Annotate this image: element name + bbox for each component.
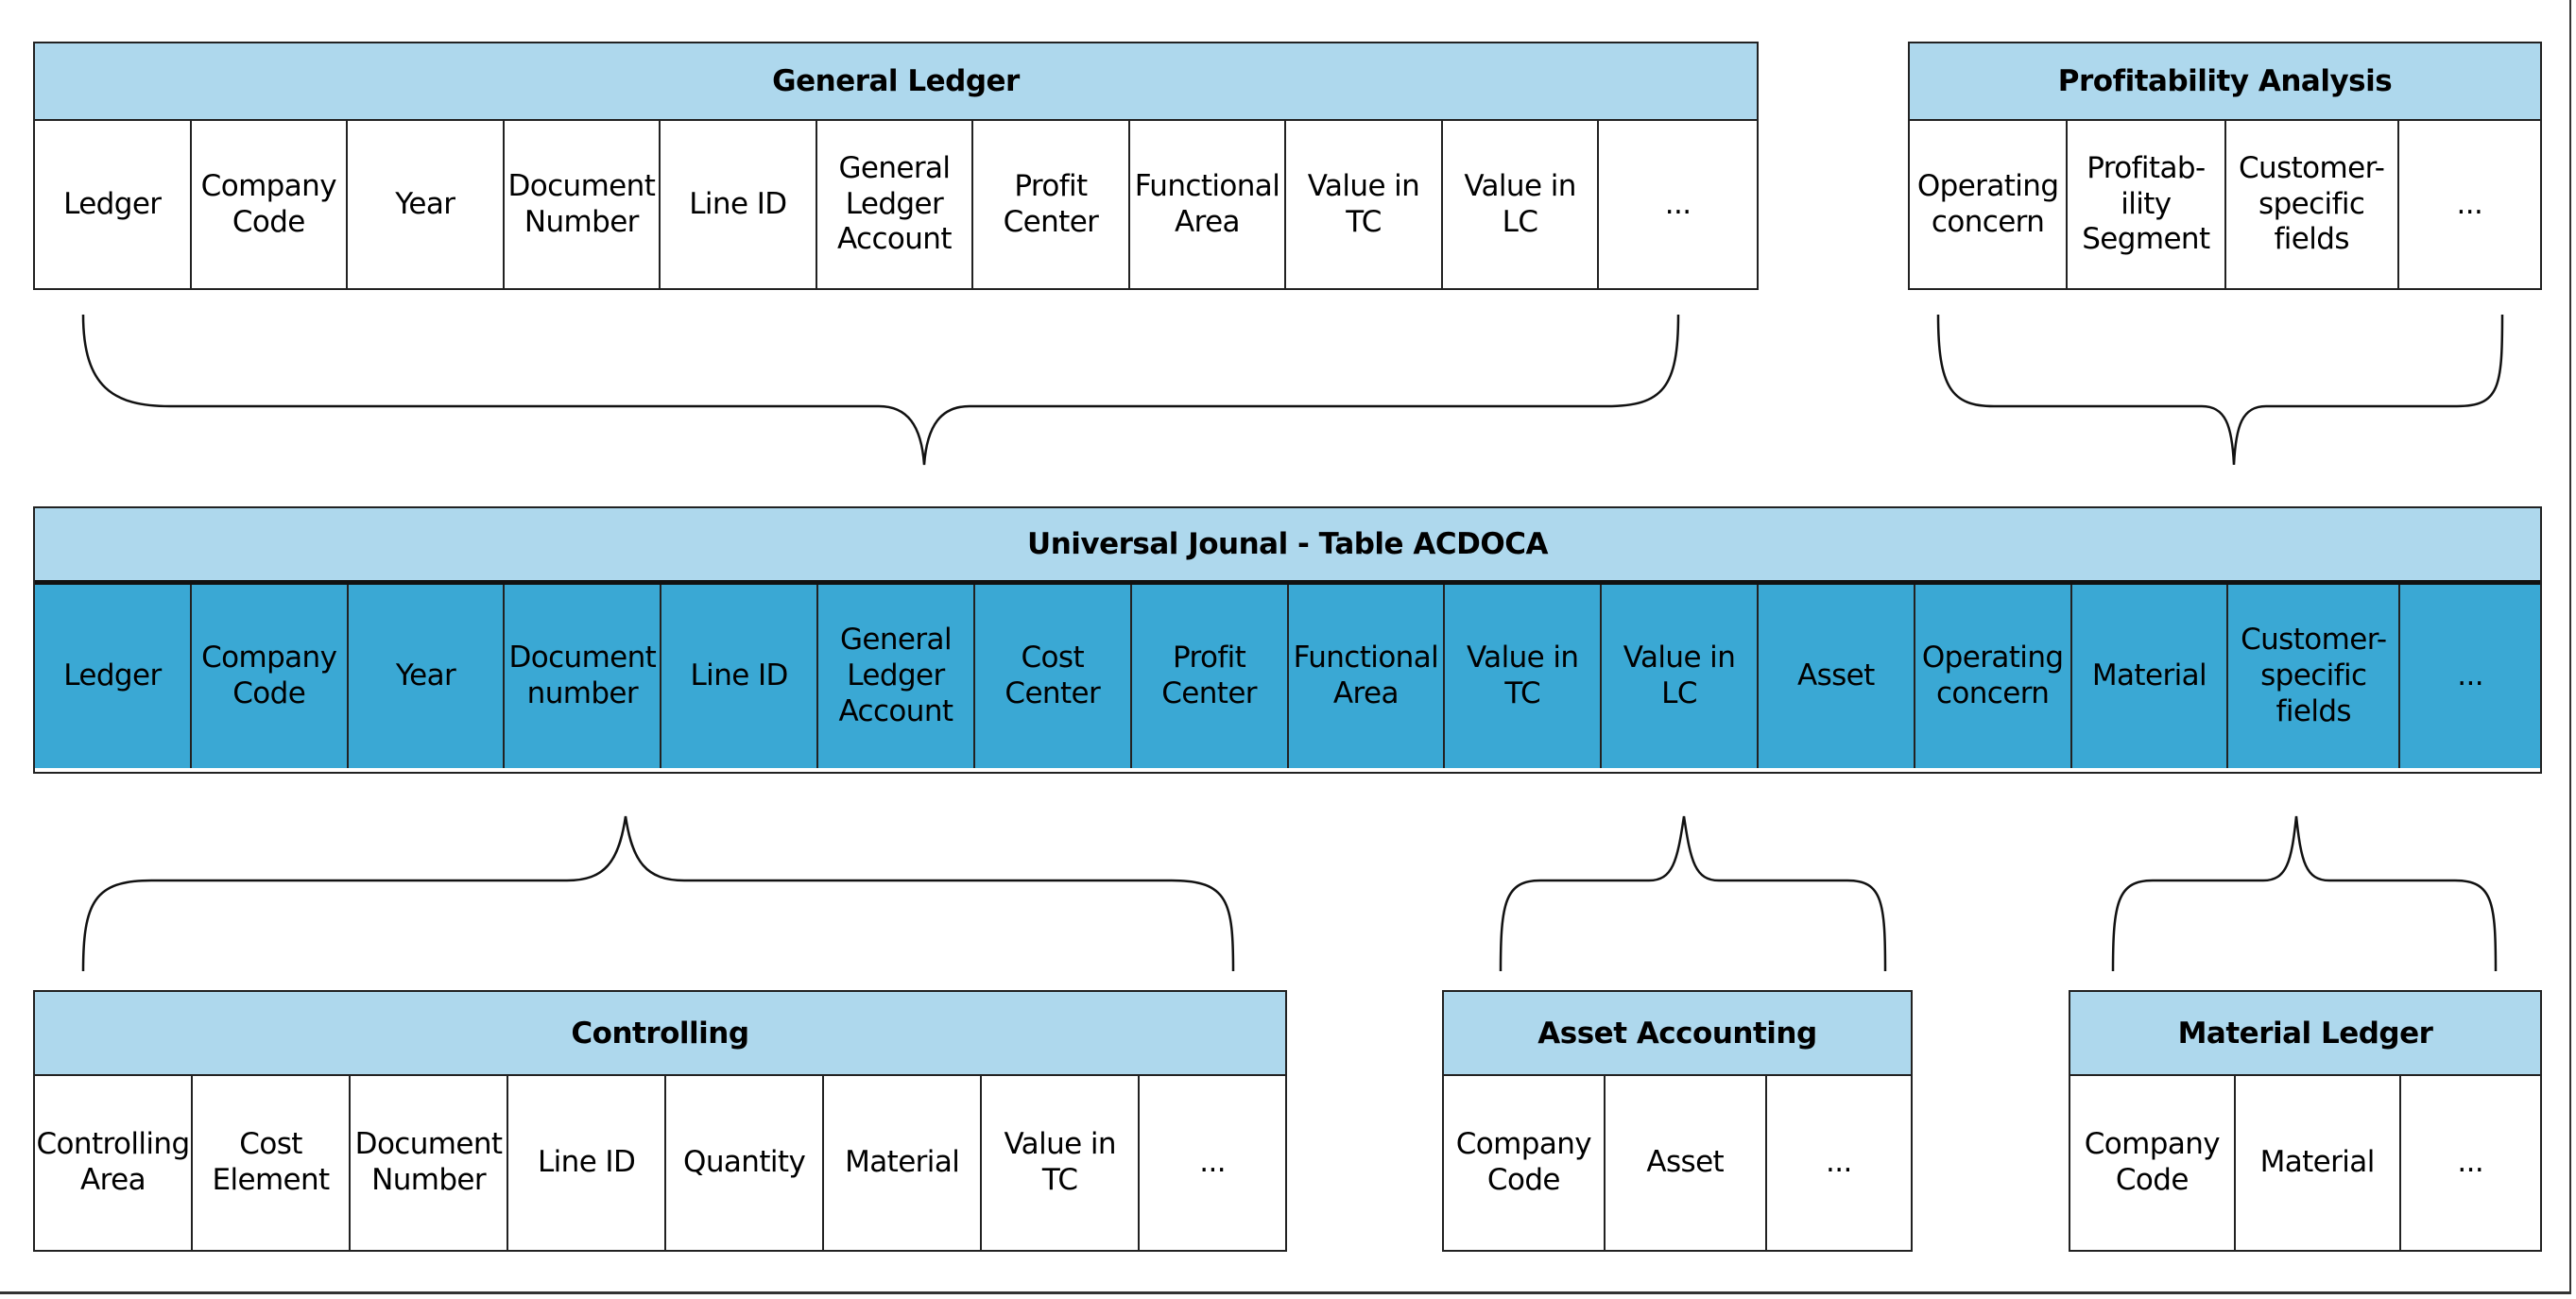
- field-cell: Line ID: [661, 585, 819, 768]
- controlling-title: Controlling: [35, 992, 1285, 1076]
- general-ledger-title: General Ledger: [35, 43, 1757, 121]
- field-cell: Value in TC: [982, 1076, 1141, 1250]
- brace-general-ledger: [81, 314, 1680, 466]
- field-cell: Asset: [1606, 1076, 1767, 1250]
- field-cell: Controlling Area: [35, 1076, 194, 1250]
- universal-journal-table: Universal Jounal - Table ACDOCA Ledger C…: [33, 506, 2542, 774]
- field-cell: Ledger: [35, 121, 192, 288]
- asset-accounting-fields: Company Code Asset ...: [1444, 1076, 1911, 1250]
- asset-accounting-table: Asset Accounting Company Code Asset ...: [1442, 990, 1913, 1252]
- field-cell: General Ledger Account: [817, 121, 974, 288]
- field-cell: Asset: [1759, 585, 1915, 768]
- field-cell: Profit Center: [973, 121, 1130, 288]
- brace-asset-accounting: [1499, 815, 1887, 972]
- material-ledger-title: Material Ledger: [2070, 992, 2540, 1076]
- field-cell: Material: [2236, 1076, 2401, 1250]
- material-ledger-fields: Company Code Material ...: [2070, 1076, 2540, 1250]
- field-cell: ...: [1199, 1145, 1226, 1180]
- field-cell: General Ledger Account: [818, 585, 975, 768]
- controlling-table: Controlling Controlling Area Cost Elemen…: [33, 990, 1287, 1252]
- field-cell: ...: [2456, 186, 2483, 221]
- field-cell: Cost Element: [193, 1076, 352, 1250]
- field-cell: Ledger: [35, 585, 192, 768]
- universal-journal-title: Universal Jounal - Table ACDOCA: [35, 508, 2540, 585]
- field-cell: Value in LC: [1602, 585, 1759, 768]
- field-cell: Document Number: [351, 1076, 509, 1250]
- field-cell: Company Code: [192, 121, 349, 288]
- field-cell: Value in TC: [1445, 585, 1603, 768]
- profitability-analysis-title: Profitability Analysis: [1910, 43, 2540, 121]
- field-cell: Value in LC: [1443, 121, 1600, 288]
- field-cell: Customer- specific fields: [2228, 585, 2401, 768]
- profitability-analysis-fields: Operating concern Profitab- ility Segmen…: [1910, 121, 2540, 288]
- field-cell: Year: [349, 585, 506, 768]
- field-cell: Material: [2072, 585, 2229, 768]
- field-cell: Operating concern: [1915, 585, 2072, 768]
- field-cell: ...: [2457, 1145, 2484, 1180]
- field-cell: Company Code: [192, 585, 349, 768]
- general-ledger-fields: Ledger Company Code Year Document Number…: [35, 121, 1757, 288]
- field-cell: Functional Area: [1130, 121, 1287, 288]
- field-cell: Company Code: [1444, 1076, 1606, 1250]
- field-cell: Profit Center: [1132, 585, 1289, 768]
- material-ledger-table: Material Ledger Company Code Material ..…: [2069, 990, 2542, 1252]
- field-cell: Functional Area: [1289, 585, 1446, 768]
- brace-material-ledger: [2111, 815, 2498, 972]
- field-cell: Company Code: [2070, 1076, 2236, 1250]
- field-cell: Year: [348, 121, 505, 288]
- field-cell: Line ID: [508, 1076, 667, 1250]
- universal-journal-fields: Ledger Company Code Year Document number…: [35, 585, 2540, 768]
- profitability-analysis-table: Profitability Analysis Operating concern…: [1908, 42, 2542, 290]
- field-cell: ...: [2457, 658, 2483, 693]
- field-cell: Document number: [505, 585, 662, 768]
- field-cell: ...: [1664, 186, 1692, 221]
- field-cell: Value in TC: [1286, 121, 1443, 288]
- general-ledger-table: General Ledger Ledger Company Code Year …: [33, 42, 1759, 290]
- brace-controlling: [81, 815, 1235, 972]
- field-cell: Customer- specific fields: [2226, 121, 2399, 288]
- field-cell: Quantity: [666, 1076, 825, 1250]
- field-cell: Operating concern: [1910, 121, 2069, 288]
- asset-accounting-title: Asset Accounting: [1444, 992, 1911, 1076]
- brace-profitability-analysis: [1936, 314, 2504, 466]
- field-cell: ...: [1825, 1145, 1852, 1180]
- controlling-fields: Controlling Area Cost Element Document N…: [35, 1076, 1285, 1250]
- field-cell: Material: [824, 1076, 983, 1250]
- field-cell: Document Number: [505, 121, 661, 288]
- field-cell: Line ID: [661, 121, 817, 288]
- field-cell: Cost Center: [975, 585, 1132, 768]
- field-cell: Profitab- ility Segment: [2068, 121, 2226, 288]
